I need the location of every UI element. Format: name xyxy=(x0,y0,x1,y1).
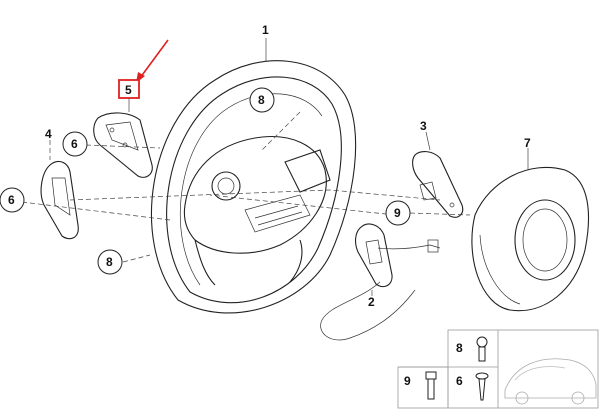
svg-text:6: 6 xyxy=(456,374,463,388)
svg-text:8: 8 xyxy=(258,93,265,107)
callout-9: 9 xyxy=(385,200,411,226)
screw-icon xyxy=(476,336,488,362)
highlight-arrow xyxy=(136,39,169,83)
part-5-shift-paddle-upper xyxy=(93,112,153,178)
svg-text:8: 8 xyxy=(456,341,463,355)
car-silhouette-icon xyxy=(504,358,597,405)
part-7-airbag-module xyxy=(471,166,590,312)
self-tapping-screw-icon xyxy=(475,372,489,401)
part-4-shift-paddle-lower xyxy=(40,160,79,240)
svg-text:1: 1 xyxy=(262,23,269,37)
svg-text:2: 2 xyxy=(368,295,375,309)
svg-text:7: 7 xyxy=(524,136,531,150)
svg-text:4: 4 xyxy=(45,127,52,141)
leader-lines xyxy=(21,38,529,296)
callout-1: 1 xyxy=(262,23,269,37)
fastener-legend: 8 9 6 xyxy=(397,329,599,409)
callout-2: 2 xyxy=(368,295,375,309)
svg-text:8: 8 xyxy=(106,255,113,269)
callout-8-top: 8 xyxy=(249,87,275,113)
steering-wheel-hub xyxy=(183,136,331,286)
svg-text:5: 5 xyxy=(125,83,132,97)
svg-text:9: 9 xyxy=(404,374,411,388)
callout-5-highlighted: 5 xyxy=(118,79,140,99)
callout-8-bottom: 8 xyxy=(97,249,123,275)
part-3-right-switch xyxy=(412,151,464,218)
bolt-icon xyxy=(425,371,437,400)
svg-text:3: 3 xyxy=(420,119,427,133)
callout-7: 7 xyxy=(524,136,531,150)
part-2-lower-switch-with-cable xyxy=(320,223,441,341)
callout-6-upper: 6 xyxy=(62,131,88,157)
svg-text:9: 9 xyxy=(394,206,401,220)
svg-text:6: 6 xyxy=(71,137,78,151)
svg-text:6: 6 xyxy=(8,193,15,207)
callout-3: 3 xyxy=(420,119,427,133)
callout-4: 4 xyxy=(45,127,52,141)
callout-6-lower: 6 xyxy=(0,187,25,213)
